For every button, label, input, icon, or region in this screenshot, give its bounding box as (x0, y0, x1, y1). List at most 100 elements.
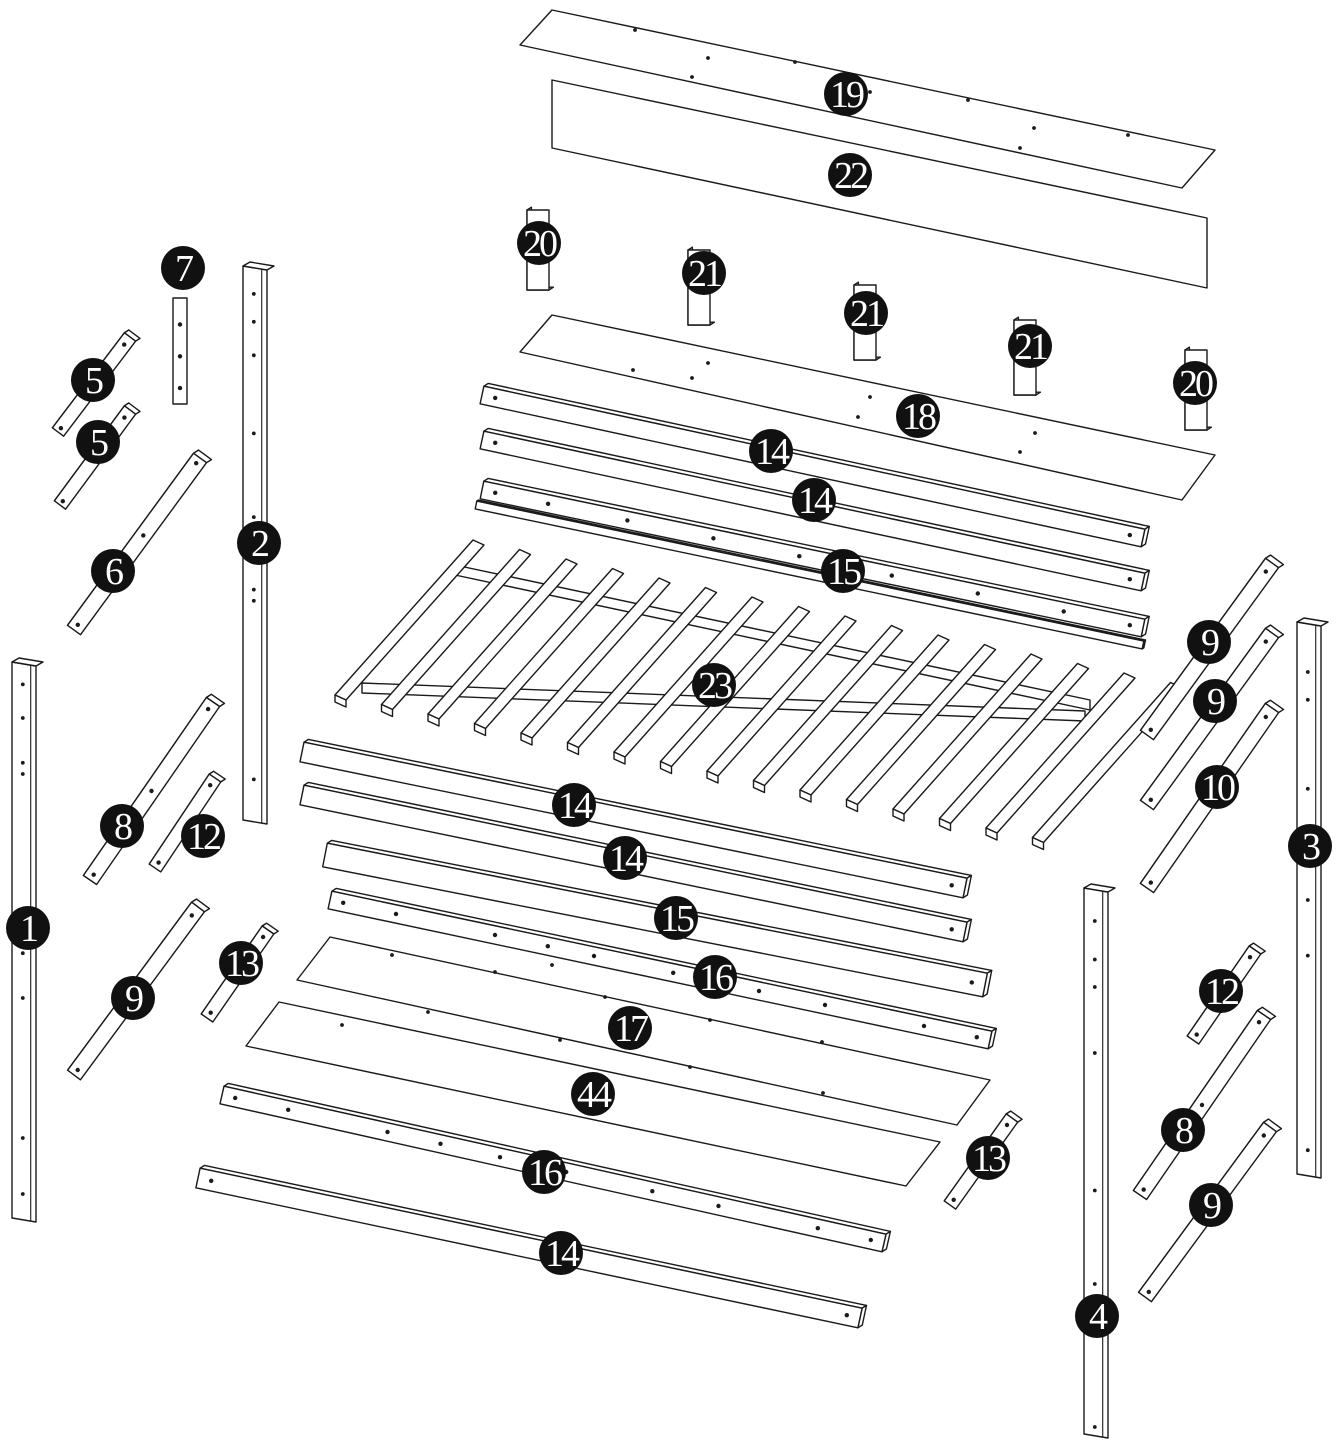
part-number-badge: 22 (828, 153, 872, 197)
part-number-badge: 21 (844, 291, 888, 335)
rail-15-rear-strip (474, 499, 1147, 650)
part-number: 17 (614, 1008, 648, 1050)
part-number: 20 (523, 223, 557, 265)
slat (799, 634, 950, 803)
slat (752, 624, 904, 794)
part-number: 9 (1207, 681, 1225, 723)
part-number-badge: 23 (692, 663, 736, 707)
slat (427, 558, 578, 727)
part-number-badge: 14 (749, 429, 793, 473)
part-number-badge: 16 (693, 955, 737, 999)
part-number: 21 (1014, 326, 1047, 368)
slat (938, 662, 1090, 832)
slat (334, 539, 485, 708)
part-number-badge: 9 (1189, 1183, 1233, 1227)
part-number: 1 (20, 908, 37, 950)
slat (520, 577, 671, 746)
slat (845, 643, 997, 813)
board-19 (519, 9, 1216, 189)
part-number: 7 (175, 248, 193, 290)
panel-22 (551, 79, 1208, 289)
part-number-badge: 2 (237, 521, 281, 565)
slat (380, 548, 532, 718)
part-number-badge: 14 (792, 478, 836, 522)
part-number-badge: 13 (219, 941, 263, 985)
slat (566, 586, 718, 756)
part-number: 9 (125, 978, 143, 1020)
part-number: 2 (251, 523, 268, 565)
part-number: 5 (90, 422, 108, 464)
part-number: 14 (609, 838, 644, 880)
part-number: 9 (1201, 622, 1219, 664)
part-number-badge: 1 (6, 906, 50, 950)
slat (706, 615, 857, 784)
part-number-badge: 8 (100, 804, 144, 848)
rail-14-rear-a (479, 382, 1151, 548)
part-number-badge: 21 (1008, 324, 1052, 368)
part-number: 5 (85, 360, 103, 402)
part-number-badge: 9 (1193, 679, 1237, 723)
slat (985, 672, 1136, 841)
part-number-badge: 12 (181, 814, 225, 858)
post-3 (1296, 617, 1329, 1179)
part-number: 23 (698, 665, 732, 707)
part-number: 13 (225, 943, 259, 985)
rail-14-front-lower (195, 1164, 868, 1329)
post-4 (1083, 883, 1116, 1439)
part-number: 44 (577, 1074, 612, 1116)
part-number: 14 (755, 431, 790, 473)
part-number-badge: 21 (682, 251, 726, 295)
part-number: 21 (688, 253, 721, 295)
parts-layer (11, 9, 1329, 1439)
part-number: 10 (1201, 767, 1235, 809)
part-number-badge: 4 (1075, 1294, 1119, 1338)
part-number-badge: 20 (517, 221, 561, 265)
part-number-badge: 20 (1173, 361, 1217, 405)
part-number: 8 (1175, 1110, 1193, 1152)
slat (473, 567, 625, 737)
part-number: 20 (1179, 363, 1213, 405)
part-number: 18 (902, 396, 936, 438)
rail-8-right (1132, 1006, 1277, 1201)
slat (613, 596, 764, 765)
part-number-badge: 10 (1195, 765, 1239, 809)
part-number-badge: 14 (603, 836, 647, 880)
board-18 (519, 314, 1216, 501)
part-number-badge: 5 (76, 420, 120, 464)
rail-16-front-upper (327, 887, 997, 1050)
part-number: 16 (528, 1152, 562, 1194)
rail-14-front-a (299, 738, 973, 899)
part-number-badge: 12 (1199, 969, 1243, 1013)
part-number-badge: 5 (71, 358, 115, 402)
part-number: 13 (972, 1138, 1006, 1180)
part-number: 15 (827, 551, 861, 593)
part-number-badge: 44 (571, 1072, 615, 1116)
part-number-badge: 9 (111, 976, 155, 1020)
part-number: 14 (545, 1233, 580, 1275)
part-number: 15 (660, 898, 694, 940)
part-number-badge: 13 (966, 1136, 1010, 1180)
slat-frame-23 (334, 539, 1183, 851)
part-number-badge: 9 (1187, 620, 1231, 664)
part-number: 12 (187, 816, 220, 858)
rail-12-left (148, 770, 226, 873)
part-number-badge: 14 (539, 1231, 583, 1275)
part-number-badge: 16 (522, 1150, 566, 1194)
part-number: 19 (830, 74, 864, 116)
part-number: 3 (1302, 826, 1320, 868)
part-number-badge: 6 (91, 549, 135, 593)
part-number: 8 (114, 806, 132, 848)
rail-15-rear (479, 477, 1150, 638)
slat (892, 653, 1043, 822)
part-number: 9 (1203, 1185, 1221, 1227)
part-number: 6 (105, 551, 123, 593)
part-number-badge: 15 (821, 549, 865, 593)
part-number: 21 (850, 293, 883, 335)
part-number: 22 (834, 155, 867, 197)
part-number: 16 (699, 957, 733, 999)
part-number-badge: 17 (608, 1006, 652, 1050)
part-number-badge: 19 (824, 72, 868, 116)
part-number-badge: 3 (1288, 824, 1332, 868)
